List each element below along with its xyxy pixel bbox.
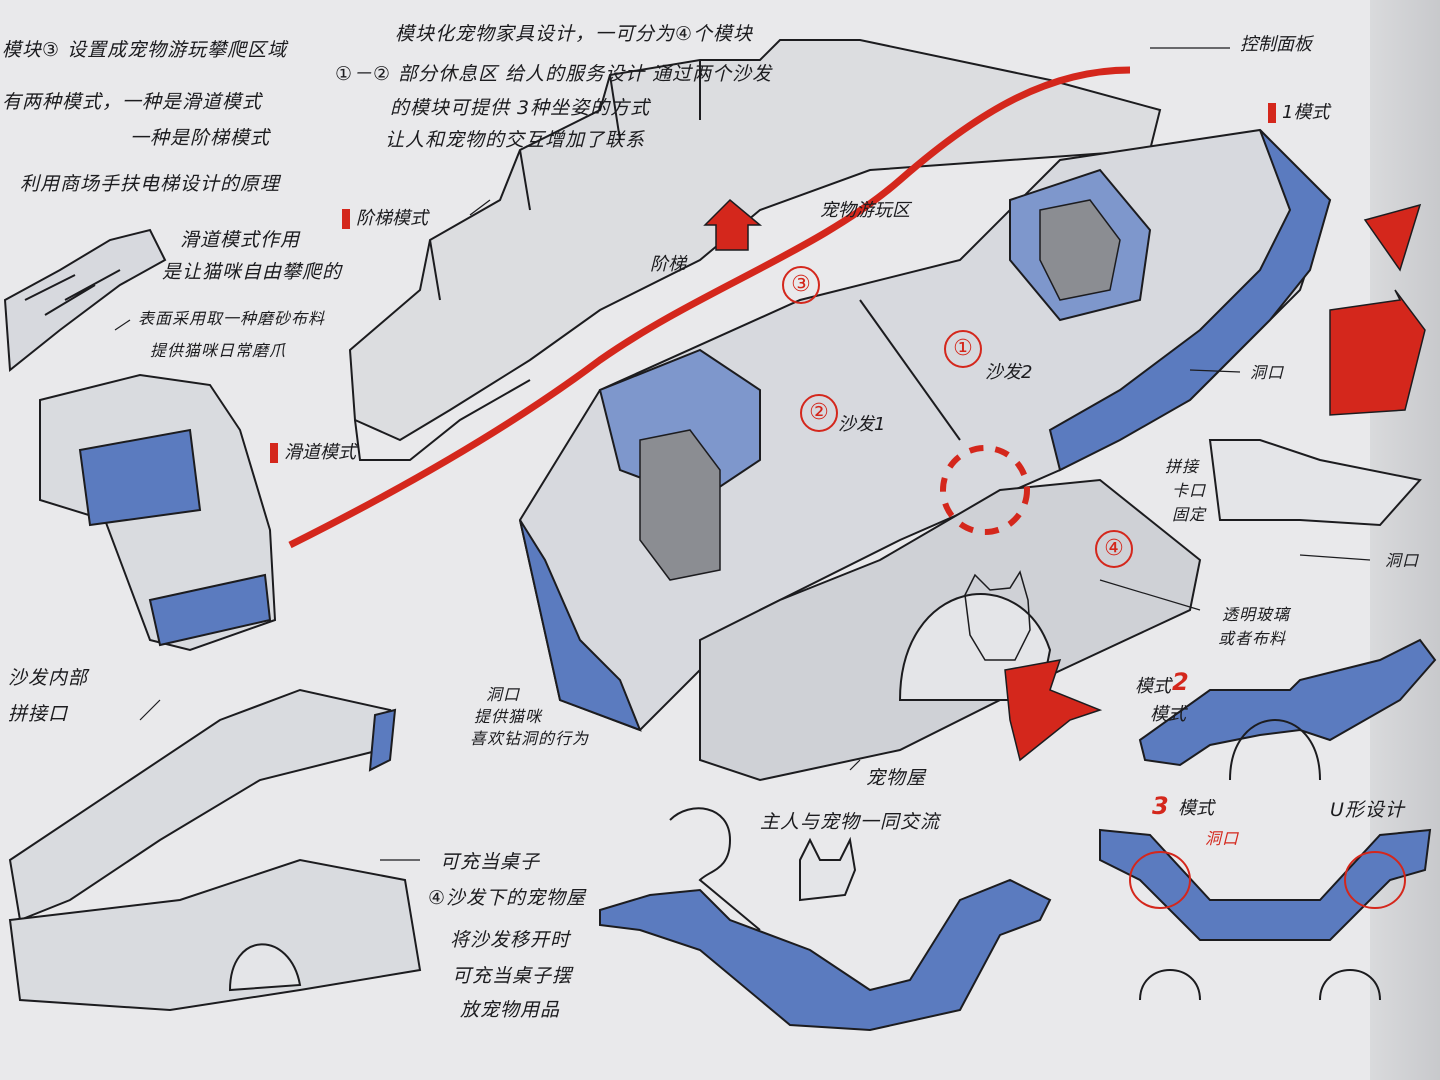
- tag-pet-play: 宠物游玩区: [820, 200, 910, 221]
- note-two-modes: 有两种模式，一种是滑道模式: [2, 91, 263, 113]
- note-sofa-interface-1: 沙发内部: [8, 667, 89, 689]
- tag-mode2-a: 模式: [1135, 676, 1171, 697]
- note-hole-3: 喜欢钻洞的行为: [470, 729, 590, 748]
- module-number-2: ②: [800, 394, 838, 432]
- note-splice-3: 固定: [1172, 505, 1207, 524]
- note-table: 可充当桌子: [440, 851, 541, 873]
- note-pet-house-4: 放宠物用品: [460, 999, 561, 1021]
- module-number-1: ①: [944, 330, 982, 368]
- note-hole-1: 洞口: [486, 685, 521, 704]
- note-pet-house-2: 将沙发移开时: [450, 929, 571, 951]
- note-transparent-1: 透明玻璃: [1222, 605, 1291, 624]
- note-interaction: 让人和宠物的交互增加了联系: [385, 129, 646, 151]
- note-pet-house-3: 可充当桌子摆: [452, 965, 573, 987]
- stair-module-sketch: [348, 39, 1162, 461]
- tag-slide-mode: 滑道模式: [270, 438, 356, 464]
- note-u-design: U形设计: [1330, 799, 1405, 821]
- sofa-module-sketch: [518, 128, 1332, 782]
- direction-arrows: [703, 198, 1426, 762]
- mode3-sketch: [1099, 828, 1432, 1001]
- tag-mode1-text: 1模式: [1282, 102, 1330, 123]
- note-module3: 模块③ 设置成宠物游玩攀爬区域: [2, 39, 288, 61]
- module-number-4: ④: [1095, 530, 1133, 568]
- tag-mode1: 1模式: [1268, 98, 1329, 124]
- owner-pet-sketch: [599, 807, 1052, 1032]
- note-hole-label-2: 洞口: [1385, 551, 1420, 570]
- chair-module-sketch: [39, 373, 277, 652]
- tag-mode3-text: 模式: [1178, 798, 1214, 819]
- note-slide-use-1: 滑道模式作用: [180, 229, 301, 251]
- note-stair-mode-line: 一种是阶梯模式: [130, 127, 271, 149]
- note-surface-1: 表面采用取一种磨砂布料: [138, 309, 326, 328]
- red-marker: [342, 209, 350, 229]
- note-sofa-interface-2: 拼接口: [8, 703, 69, 725]
- tag-mode2-b: 模式: [1150, 704, 1186, 725]
- slide-path-line: [288, 66, 1131, 549]
- note-splice-1: 拼接: [1165, 457, 1200, 476]
- note-splice-2: 卡口: [1172, 481, 1207, 500]
- tag-sofa1: 沙发1: [838, 414, 886, 435]
- tag-mode3-num: 3: [1152, 792, 1169, 820]
- red-marker: [270, 443, 278, 463]
- tag-stairs: 阶梯: [650, 254, 686, 275]
- tag-stair-mode-text: 阶梯模式: [356, 208, 428, 229]
- module-number-3: ③: [782, 266, 820, 304]
- note-hole-label: 洞口: [1250, 363, 1285, 382]
- tag-mode2-num: 2: [1172, 668, 1189, 696]
- note-pet-house-1: ④沙发下的宠物屋: [428, 887, 587, 909]
- annotation-leaders: [114, 47, 1371, 861]
- table-module-sketch: [8, 688, 422, 1012]
- splice-highlight: [940, 445, 1030, 535]
- note-hole-2: 提供猫咪: [474, 707, 543, 726]
- note-surface-2: 提供猫咪日常磨爪: [150, 341, 287, 360]
- mode2-sketch: [1138, 439, 1437, 781]
- note-rest-area: ①－② 部分休息区 给人的服务设计 通过两个沙发: [335, 63, 773, 85]
- tag-control-panel: 控制面板: [1240, 34, 1312, 55]
- note-red-hole: 洞口: [1205, 829, 1240, 848]
- paper-edge: [1370, 0, 1440, 1080]
- slide-detail-sketch: [3, 228, 167, 372]
- note-modules-provide: 的模块可提供 3种坐姿的方式: [390, 97, 651, 119]
- red-marker: [1268, 103, 1276, 123]
- cat-sketch: [964, 570, 1031, 661]
- tag-sofa2: 沙发2: [985, 362, 1033, 383]
- note-transparent-2: 或者布料: [1218, 629, 1287, 648]
- tag-slide-mode-text: 滑道模式: [284, 442, 356, 463]
- note-owner-pet: 主人与宠物一同交流: [760, 811, 941, 833]
- tag-stair-mode: 阶梯模式: [342, 204, 428, 230]
- note-slide-use-2: 是让猫咪自由攀爬的: [162, 261, 343, 283]
- note-pet-room: 宠物屋: [866, 767, 927, 789]
- note-escalator: 利用商场手扶电梯设计的原理: [20, 173, 281, 195]
- main-title: 模块化宠物家具设计，一可分为④个模块: [395, 23, 754, 45]
